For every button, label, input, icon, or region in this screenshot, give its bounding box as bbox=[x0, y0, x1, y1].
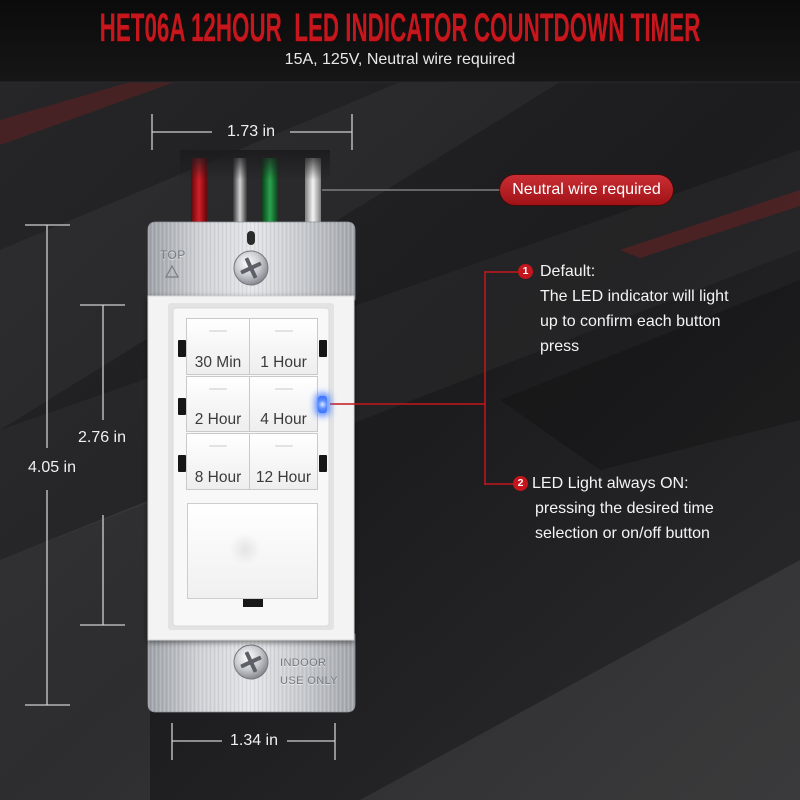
callout-line: up to confirm each button bbox=[540, 313, 721, 330]
on-off-button bbox=[187, 503, 318, 599]
top-strap-mark: TOP bbox=[160, 248, 186, 262]
timer-button-12-hour: 12 Hour bbox=[249, 433, 318, 490]
bottom-release-tab bbox=[243, 599, 263, 607]
timer-button-label: 30 Min bbox=[194, 354, 242, 371]
on-off-button-dimple bbox=[229, 533, 261, 565]
bottom-mounting-strap bbox=[147, 633, 356, 713]
timer-button-4-hour: 4 Hour bbox=[249, 376, 318, 432]
side-tab bbox=[178, 398, 186, 415]
background-red-streak bbox=[620, 190, 800, 258]
screw-slot bbox=[244, 257, 258, 279]
background-facet bbox=[500, 280, 800, 470]
led-indicator-icon bbox=[318, 396, 327, 413]
background-red-streak bbox=[0, 82, 175, 145]
button-led-slot bbox=[274, 330, 293, 332]
callout-lines bbox=[330, 271, 519, 485]
timer-button-label: 12 Hour bbox=[255, 469, 312, 486]
timer-button-2-hour: 2 Hour bbox=[186, 376, 250, 432]
dimension-lines bbox=[25, 114, 500, 760]
use-only-label: USE ONLY bbox=[280, 675, 339, 687]
outer-height-label: 4.05 in bbox=[27, 459, 77, 476]
header-band bbox=[0, 0, 800, 82]
top-triangle-icon bbox=[164, 264, 180, 278]
callout-line: The LED indicator will light bbox=[540, 288, 729, 305]
button-led-slot bbox=[209, 330, 227, 332]
screw-slot bbox=[244, 651, 258, 673]
timer-button-1-hour: 1 Hour bbox=[249, 318, 318, 375]
button-led-slot bbox=[274, 388, 293, 390]
side-tab bbox=[178, 340, 186, 357]
side-tab bbox=[319, 340, 327, 357]
background-facet bbox=[0, 500, 150, 800]
callout-line: selection or on/off button bbox=[535, 525, 710, 542]
callout-line: press bbox=[540, 338, 580, 355]
top-screw-icon bbox=[233, 250, 269, 286]
timer-button-label: 4 Hour bbox=[260, 411, 307, 428]
wires bbox=[180, 150, 330, 230]
callout-number-badge: 1 bbox=[518, 264, 533, 279]
button-led-slot bbox=[209, 388, 227, 390]
inner-height-label: 2.76 in bbox=[77, 429, 127, 446]
top-mounting-strap bbox=[147, 221, 356, 301]
side-tab bbox=[319, 455, 327, 472]
neutral-wire-badge: Neutral wire required bbox=[500, 175, 673, 205]
callout-led-always-on: LED Light always ON: pressing the desire… bbox=[532, 471, 714, 546]
background-facet bbox=[360, 560, 800, 800]
side-tab bbox=[178, 455, 186, 472]
callout-heading: LED Light always ON: bbox=[532, 475, 689, 492]
timer-button-8-hour: 8 Hour bbox=[186, 433, 250, 490]
indoor-label: INDOOR bbox=[280, 657, 327, 669]
wire-fade bbox=[180, 150, 330, 180]
page-subtitle: 15A, 125V, Neutral wire required bbox=[284, 51, 516, 68]
timer-button-label: 1 Hour bbox=[260, 354, 307, 371]
timer-button-label: 2 Hour bbox=[194, 411, 242, 428]
top-strap-slot bbox=[247, 231, 255, 245]
callout-line: pressing the desired time bbox=[535, 500, 714, 517]
bottom-screw-icon bbox=[233, 644, 269, 680]
button-led-slot bbox=[274, 445, 293, 447]
top-width-label: 1.73 in bbox=[226, 123, 276, 140]
callout-heading: Default: bbox=[540, 263, 596, 280]
bottom-width-label: 1.34 in bbox=[229, 732, 279, 749]
callout-default: Default: The LED indicator will light up… bbox=[540, 259, 729, 359]
timer-button-30-min: 30 Min bbox=[186, 318, 250, 375]
page-title: HET06A 12HOUR LED INDICATOR COUNTDOWN TI… bbox=[99, 6, 701, 50]
button-led-slot bbox=[209, 445, 227, 447]
timer-button-label: 8 Hour bbox=[194, 469, 242, 486]
callout-number-badge: 2 bbox=[513, 476, 528, 491]
